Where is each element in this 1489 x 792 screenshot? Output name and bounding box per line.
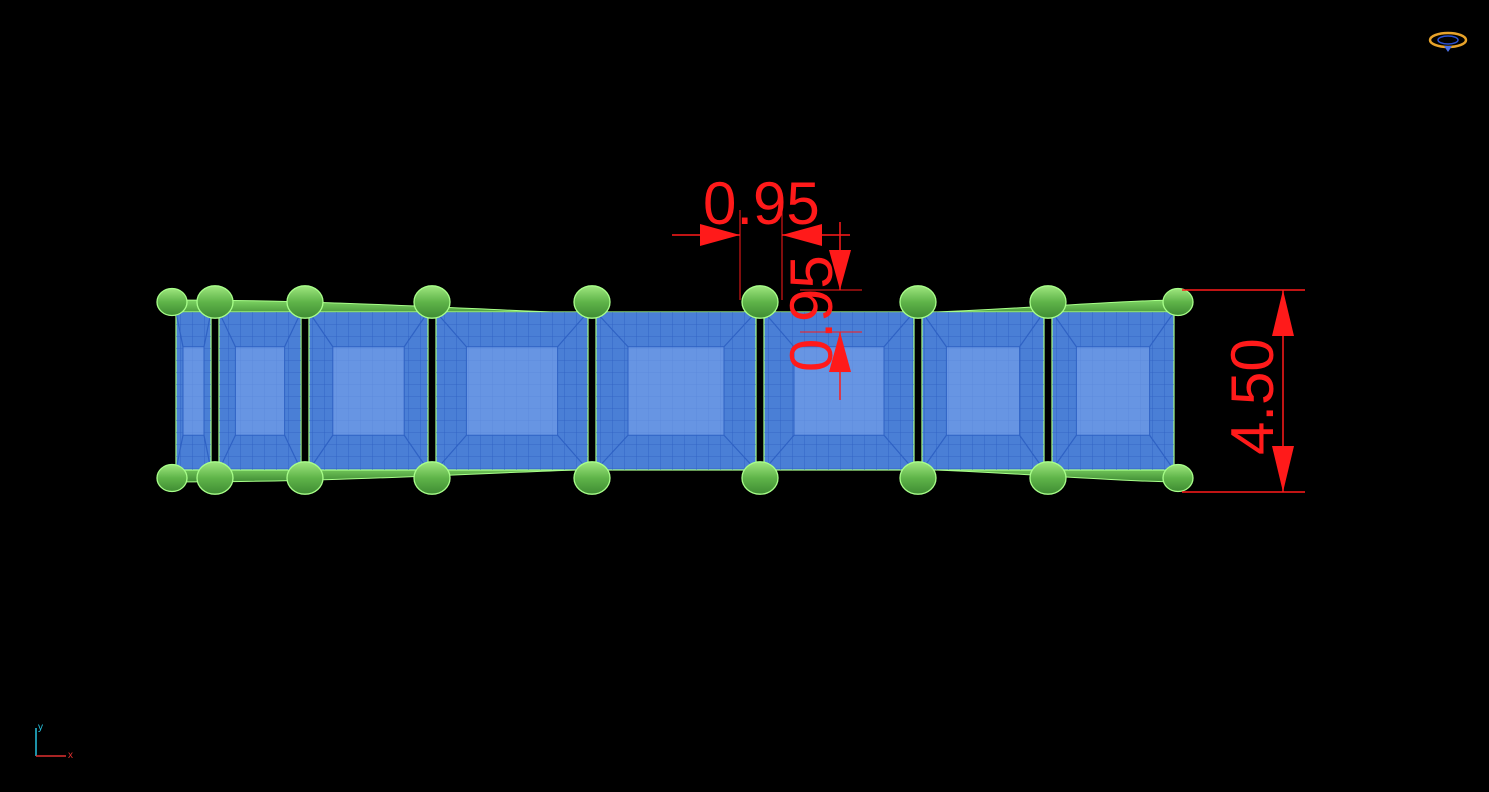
stone-facet-line xyxy=(1149,311,1175,348)
band-height-value: 4.50 xyxy=(1219,338,1286,455)
x-axis-label: x xyxy=(68,750,73,761)
top-prong xyxy=(286,285,324,319)
y-axis-label: y xyxy=(38,722,43,733)
bottom-prong xyxy=(899,461,937,495)
gap-width-dimension: 0.95 xyxy=(672,170,850,300)
top-prong xyxy=(899,285,937,319)
bottom-prong xyxy=(286,461,324,495)
bottom-prong xyxy=(741,461,779,495)
stone-facet-line xyxy=(723,311,757,348)
stone-facet-line xyxy=(1149,434,1175,471)
bottom-prong xyxy=(413,461,451,495)
stone-facet-line xyxy=(883,311,915,348)
stone-facet-line xyxy=(175,435,184,471)
stone-table xyxy=(332,346,405,436)
gap-width-value: 0.95 xyxy=(703,170,820,237)
top-prong xyxy=(573,285,611,319)
stone-table xyxy=(945,346,1021,436)
stone-facet-line xyxy=(595,311,629,348)
stone-facet-line xyxy=(921,311,947,348)
ring-band-model[interactable] xyxy=(156,285,1194,495)
stone-table xyxy=(465,346,559,436)
bottom-prong xyxy=(1162,463,1194,493)
top-prong xyxy=(1029,285,1067,319)
top-prong xyxy=(741,285,779,319)
stone-facet-line xyxy=(557,311,589,348)
bottom-prong xyxy=(196,461,234,495)
band-height-dimension: 4.50 xyxy=(1182,289,1305,493)
top-prong xyxy=(196,285,234,319)
top-prong xyxy=(1162,287,1194,317)
stone-table xyxy=(1075,346,1151,436)
dimension-annotations: 0.95 0.95 4.50 xyxy=(672,170,1305,493)
stone-facet-line xyxy=(435,311,467,348)
bottom-prong xyxy=(573,461,611,495)
gap-height-dimension: 0.95 xyxy=(778,222,862,400)
bottom-prong xyxy=(156,463,188,493)
stone-facet-line xyxy=(218,311,236,348)
view-cube-icon[interactable] xyxy=(1428,31,1468,52)
gap-height-value: 0.95 xyxy=(778,255,845,372)
stone-facet-line xyxy=(1019,311,1045,348)
stone-facet-line xyxy=(175,311,184,347)
stone-facet-line xyxy=(308,311,334,348)
top-prong xyxy=(413,285,451,319)
stone-table xyxy=(234,346,286,436)
top-prong xyxy=(156,287,188,317)
stone-facet-line xyxy=(403,311,429,348)
stone-table xyxy=(627,346,725,436)
stone-facet-line xyxy=(1051,311,1077,348)
stone-facet-line xyxy=(284,311,302,348)
bottom-prong xyxy=(1029,461,1067,495)
stone-table xyxy=(182,346,205,436)
axis-triad: y x xyxy=(35,722,73,761)
stone-facet-line xyxy=(763,311,795,348)
